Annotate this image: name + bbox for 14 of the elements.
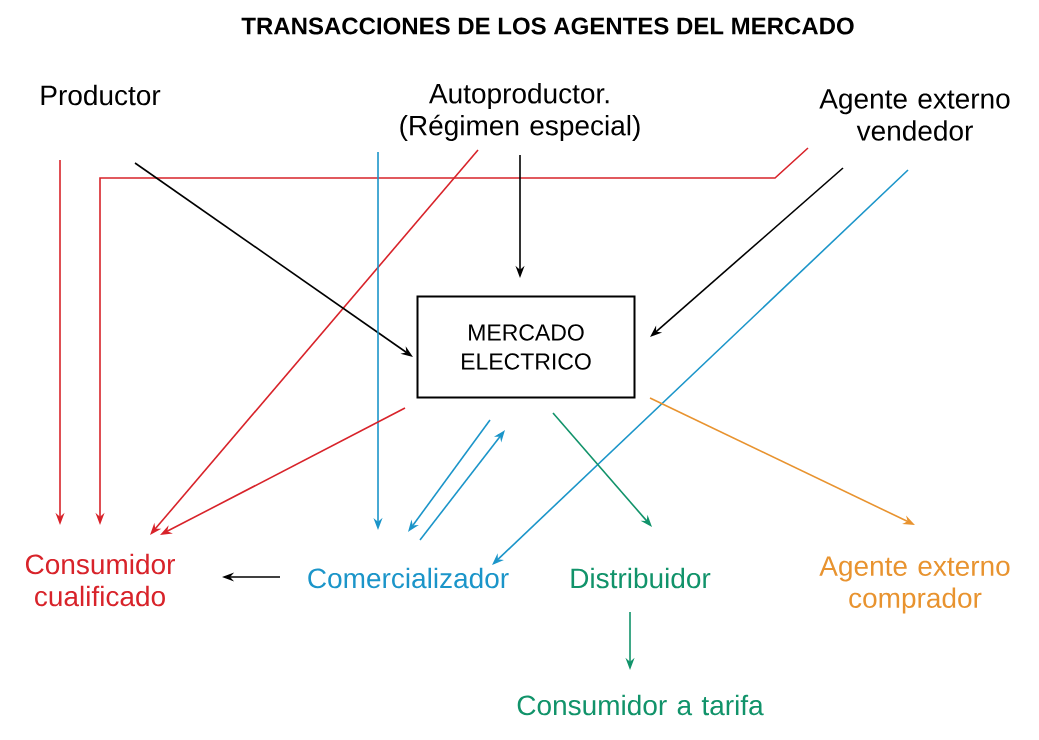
agent-label: Autoproductor. (Régimen especial) [400,82,640,142]
agent-label: Distribuidor [571,567,711,589]
agent-label: Comercializador [308,567,509,589]
arrow [150,149,479,535]
agent-label: Agente externo vendedor [819,89,1010,141]
title: TRANSACCIONES DE LOS AGENTES DEL MERCADO [241,17,854,35]
market-box: MERCADO ELECTRICO [416,295,636,399]
arrow [492,169,909,565]
agent-label: Agente externo comprador [819,556,1010,614]
agent-label: Consumidor cualificado [25,553,175,607]
agent-label: Consumidor a tarifa [517,694,764,716]
arrow [650,167,844,337]
agent-label: Productor [41,84,161,106]
arrow [552,412,652,527]
